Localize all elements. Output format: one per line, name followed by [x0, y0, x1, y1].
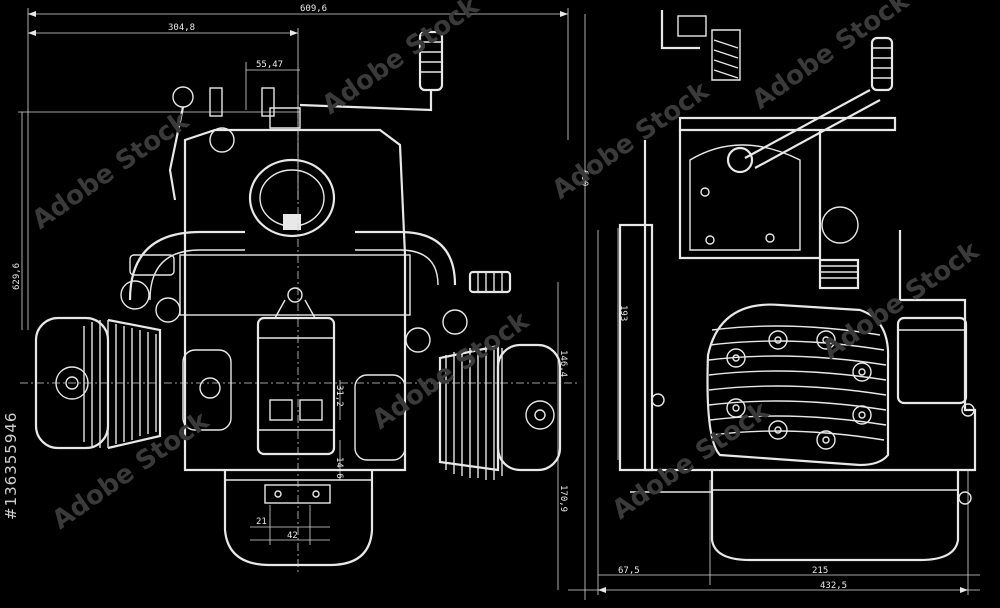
- front-view: 609,6 304,8 55,47 629,6 600 146,4 170,9 …: [12, 4, 600, 600]
- dim-upper-height: 146,4: [558, 350, 568, 377]
- image-id-label: #136355946: [2, 411, 20, 520]
- watermark-text: Adobe Stock: [317, 0, 485, 121]
- side-engine-outline: [618, 10, 977, 562]
- side-view: 193 67,5 215 432,5: [597, 10, 980, 595]
- dim-small-b: 14,6: [334, 457, 344, 479]
- dim-bottom-a: 21: [256, 517, 267, 527]
- dim-small-a: 31,2: [334, 385, 344, 407]
- dim-crank-offset: 55,47: [256, 60, 283, 70]
- dim-overall-width: 609,6: [300, 4, 327, 14]
- dim-lower-height: 170,9: [558, 485, 568, 512]
- watermark-layer: Adobe Stock Adobe Stock Adobe Stock Adob…: [27, 0, 985, 536]
- dim-side-vertical: 193: [618, 305, 628, 321]
- dim-side-bottom-mid: 215: [812, 566, 828, 576]
- dim-bottom-b: 42: [287, 531, 298, 541]
- front-engine-outline: [20, 30, 580, 575]
- watermark-text: Adobe Stock: [367, 305, 535, 435]
- dim-half-width: 304,8: [168, 23, 195, 33]
- dim-height-left: 629,6: [12, 263, 22, 290]
- watermark-text: Adobe Stock: [607, 395, 775, 525]
- side-dimension-lines: [597, 228, 980, 595]
- dim-side-bottom-total: 432,5: [820, 581, 847, 591]
- front-dimension-lines: [18, 8, 600, 600]
- dim-side-bottom-left: 67,5: [618, 566, 640, 576]
- dim-height-right: 600: [579, 170, 589, 186]
